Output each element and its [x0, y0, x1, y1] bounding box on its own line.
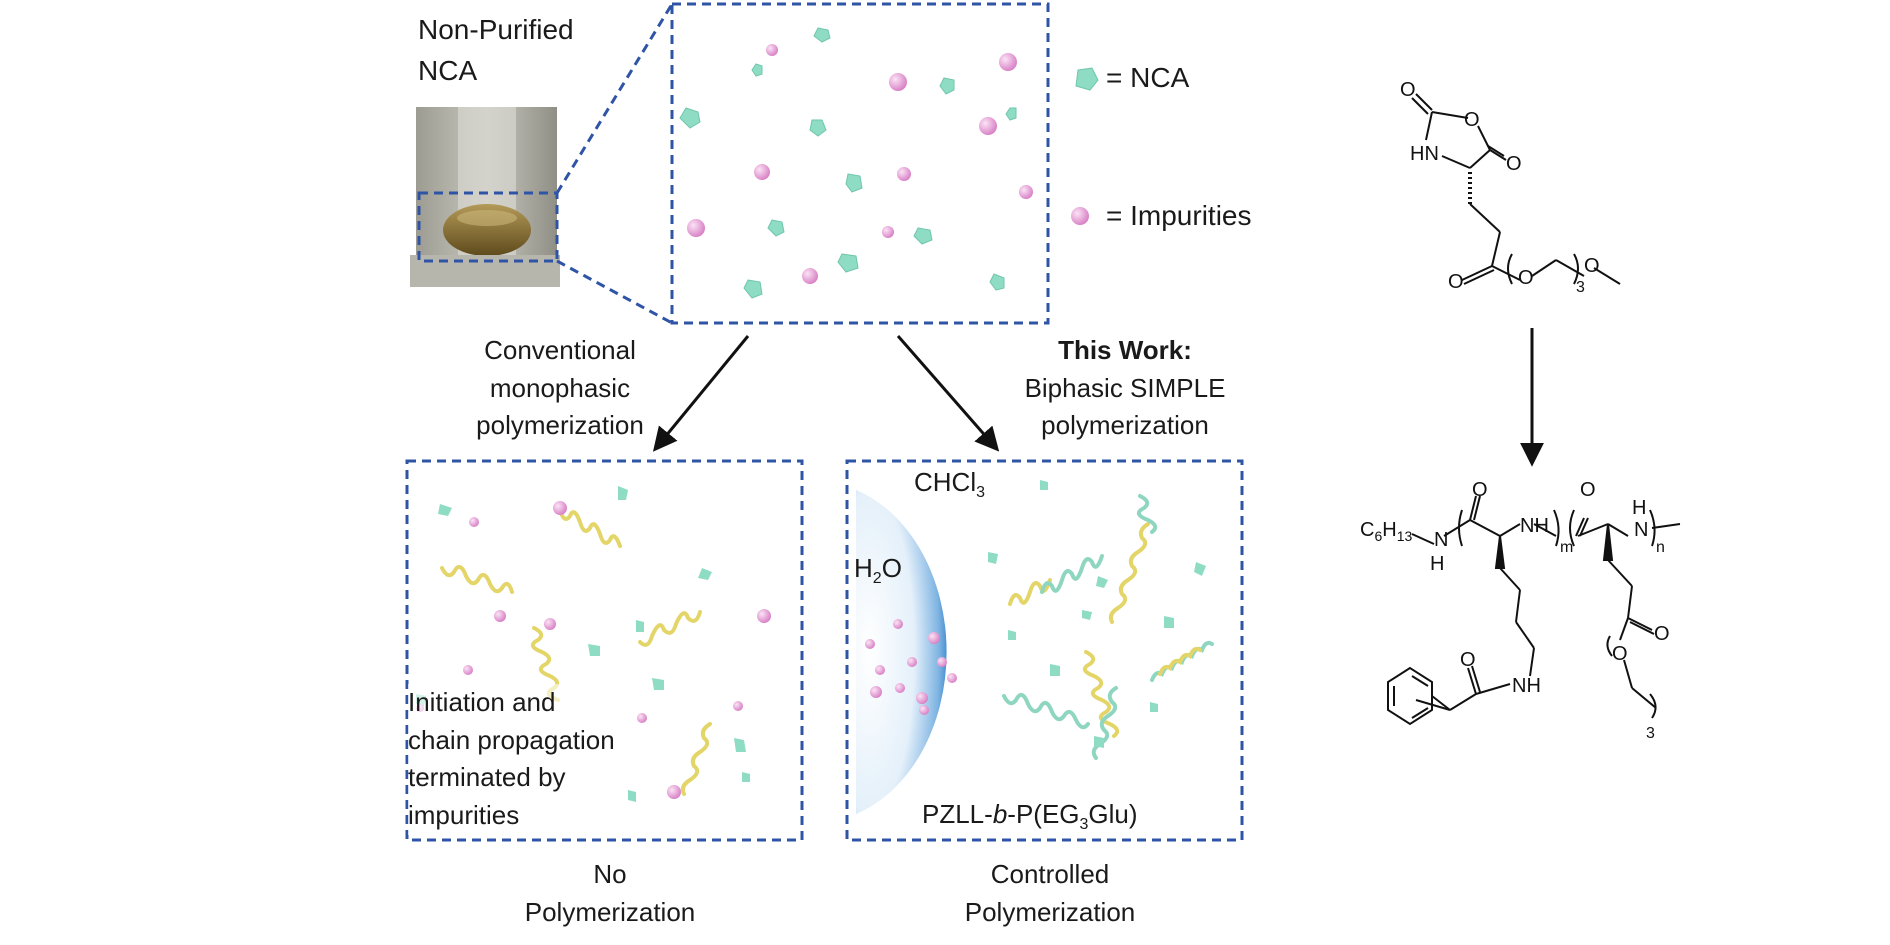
- polymer-labels: C6H13 N H O NH m O H N n O NH O O 3: [1360, 479, 1670, 742]
- svg-text:O: O: [1400, 79, 1416, 101]
- monophasic-heading: Conventional monophasic polymerization: [476, 335, 644, 441]
- vial-photo: [410, 107, 560, 287]
- biphasic-helices: [1002, 494, 1214, 760]
- svg-text:NH: NH: [1520, 515, 1549, 537]
- svg-text:O: O: [1464, 109, 1480, 131]
- svg-text:O: O: [1580, 479, 1596, 501]
- svg-text:3: 3: [1646, 725, 1655, 742]
- svg-text:O: O: [1506, 153, 1522, 175]
- svg-text:m: m: [1560, 539, 1573, 556]
- svg-text:NH: NH: [1512, 675, 1541, 697]
- legend-nca-icon: [1075, 67, 1099, 91]
- box-monophasic: [405, 459, 804, 842]
- product-label: PZLL-b-P(EG3Glu): [922, 799, 1138, 834]
- legend-nca-label: = NCA: [1106, 62, 1190, 93]
- svg-text:O: O: [1460, 649, 1476, 671]
- svg-text:H: H: [1632, 497, 1646, 519]
- monophasic-impurities: [416, 501, 771, 799]
- svg-text:N: N: [1434, 529, 1448, 551]
- monomer-structure: [1411, 93, 1621, 285]
- svg-text:O: O: [1654, 623, 1670, 645]
- svg-text:n: n: [1656, 539, 1665, 556]
- outcome-no-polymerization: No Polymerization: [524, 859, 696, 927]
- box-biphasic: [845, 459, 1244, 842]
- vial-title: Non-Purified NCA: [418, 14, 574, 86]
- zoom-line-bottom: [556, 259, 673, 325]
- top-nca-particles: [679, 27, 1017, 299]
- svg-text:O: O: [1584, 255, 1600, 277]
- biphasic-heading: This Work: Biphasic SIMPLE polymerizatio…: [1024, 335, 1226, 441]
- biphasic-nca: [988, 480, 1206, 748]
- arrow-right-branch: [896, 335, 1000, 452]
- water-droplet: [856, 490, 947, 814]
- legend-impurities-label: = Impurities: [1106, 200, 1252, 231]
- svg-text:C6H13: C6H13: [1360, 519, 1412, 544]
- vial-zoom-box: [417, 191, 559, 263]
- svg-text:H: H: [1430, 553, 1444, 575]
- svg-text:N: N: [1634, 519, 1648, 541]
- zoom-box-top: [670, 2, 1050, 325]
- svg-text:3: 3: [1576, 279, 1585, 296]
- arrow-left-branch: [652, 335, 750, 452]
- svg-text:O: O: [1472, 479, 1488, 501]
- svg-text:O: O: [1518, 267, 1534, 289]
- svg-text:O: O: [1612, 643, 1628, 665]
- polymer-structure: [1387, 495, 1681, 726]
- svg-text:O: O: [1448, 271, 1464, 293]
- aqueous-phase-label: H2O: [854, 553, 902, 588]
- termination-note: Initiation and chain propagation termina…: [408, 684, 615, 835]
- legend-impurity-icon: [1071, 207, 1089, 225]
- outcome-controlled-polymerization: Controlled Polymerization: [964, 859, 1136, 927]
- zoom-line-top: [555, 3, 674, 194]
- droplet-impurities: [865, 619, 957, 715]
- svg-text:HN: HN: [1410, 143, 1439, 165]
- top-impurity-particles: [687, 44, 1033, 284]
- monomer-labels: O O HN O O O O 3: [1400, 79, 1600, 296]
- organic-phase-label: CHCl3: [914, 467, 986, 502]
